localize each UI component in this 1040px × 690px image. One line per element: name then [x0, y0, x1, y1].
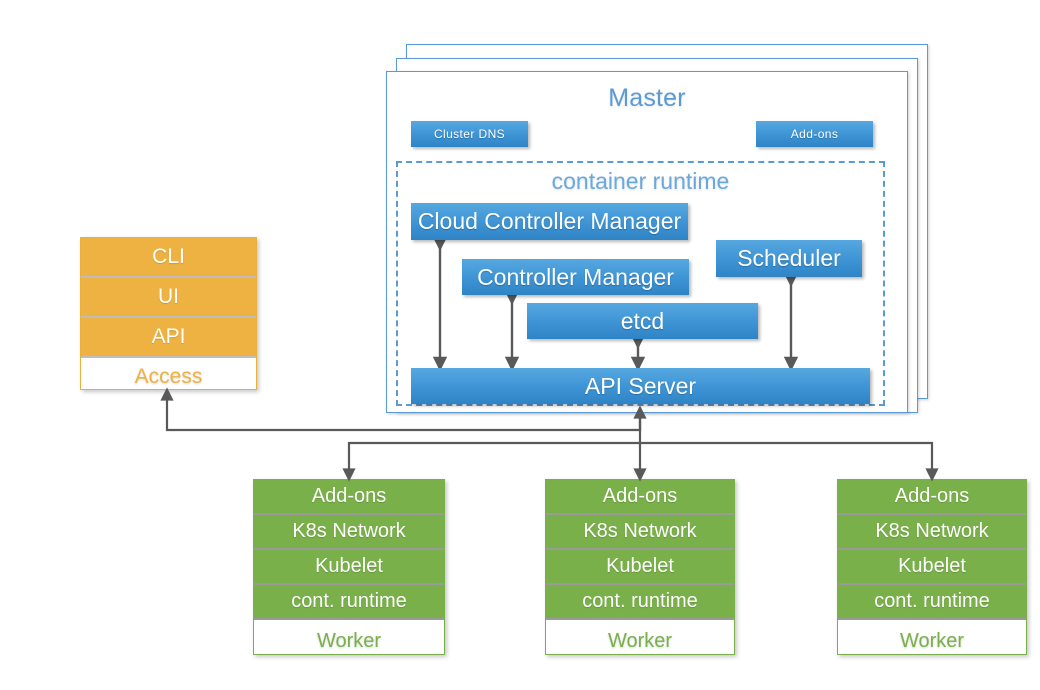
component-etcd[interactable]: etcd: [527, 303, 758, 339]
access-row-api[interactable]: API: [81, 318, 256, 358]
worker-node-2[interactable]: Add-ons K8s Network Kubelet cont. runtim…: [545, 479, 735, 655]
worker-node-3[interactable]: Add-ons K8s Network Kubelet cont. runtim…: [837, 479, 1027, 655]
access-panel[interactable]: CLI UI API Access: [80, 237, 257, 390]
worker-3-row-k8s-network[interactable]: K8s Network: [838, 515, 1026, 550]
worker-2-footer-label: Worker: [546, 620, 734, 654]
worker-3-row-cont-runtime[interactable]: cont. runtime: [838, 585, 1026, 620]
badge-cluster-dns[interactable]: Cluster DNS: [411, 121, 528, 147]
component-api-server[interactable]: API Server: [411, 368, 870, 404]
worker-1-footer-label: Worker: [254, 620, 444, 654]
worker-1-row-kubelet[interactable]: Kubelet: [254, 550, 444, 585]
worker-1-row-add-ons[interactable]: Add-ons: [254, 480, 444, 515]
worker-1-row-k8s-network[interactable]: K8s Network: [254, 515, 444, 550]
access-footer-label: Access: [81, 358, 256, 389]
component-cloud-controller-manager[interactable]: Cloud Controller Manager: [411, 203, 688, 240]
worker-2-row-k8s-network[interactable]: K8s Network: [546, 515, 734, 550]
component-controller-manager[interactable]: Controller Manager: [462, 259, 689, 295]
worker-2-row-kubelet[interactable]: Kubelet: [546, 550, 734, 585]
access-row-cli[interactable]: CLI: [81, 238, 256, 278]
container-runtime-title: container runtime: [551, 168, 730, 194]
worker-1-row-cont-runtime[interactable]: cont. runtime: [254, 585, 444, 620]
worker-3-row-kubelet[interactable]: Kubelet: [838, 550, 1026, 585]
worker-2-row-cont-runtime[interactable]: cont. runtime: [546, 585, 734, 620]
worker-3-row-add-ons[interactable]: Add-ons: [838, 480, 1026, 515]
badge-add-ons[interactable]: Add-ons: [756, 121, 873, 147]
master-title: Master: [608, 84, 686, 112]
worker-2-row-add-ons[interactable]: Add-ons: [546, 480, 734, 515]
access-row-ui[interactable]: UI: [81, 278, 256, 318]
worker-3-footer-label: Worker: [838, 620, 1026, 654]
component-scheduler[interactable]: Scheduler: [716, 240, 862, 277]
worker-node-1[interactable]: Add-ons K8s Network Kubelet cont. runtim…: [253, 479, 445, 655]
